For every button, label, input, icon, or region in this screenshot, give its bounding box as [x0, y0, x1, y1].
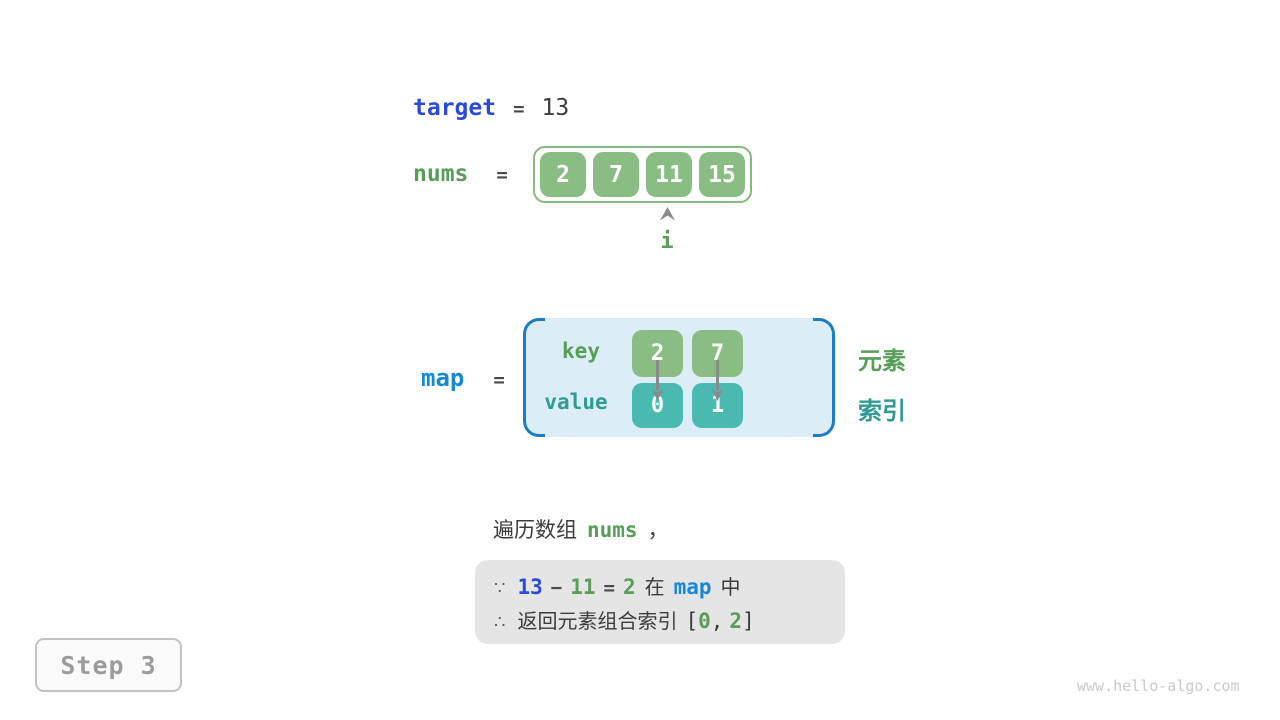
nums-array-cell: 11 — [646, 152, 692, 197]
in-prefix: 在 — [644, 576, 665, 599]
map-right-bracket — [813, 318, 835, 437]
nums-expression: nums = — [413, 161, 508, 187]
caption-sentence: 遍历数组 nums ， — [493, 514, 669, 544]
key-to-value-arrow-icon — [651, 360, 664, 401]
conclusion-line-2: ∴ 返回元素组合索引 [ 0 , 2 ] — [494, 605, 845, 634]
pointer-label: i — [660, 229, 674, 254]
conclusion-line-1: ∵ 13 − 11 = 2 在 map 中 — [494, 571, 845, 600]
key-to-value-arrow-icon — [711, 360, 724, 401]
comma: , — [710, 608, 724, 633]
pointer-up-icon — [659, 207, 675, 221]
in-suffix: 中 — [720, 576, 741, 599]
subtrahend: 11 — [570, 574, 596, 599]
element-annotation: 元素 — [858, 348, 906, 375]
caption-code-nums: nums — [587, 518, 638, 542]
map-reference: map — [673, 574, 712, 599]
nums-keyword: nums — [413, 161, 469, 187]
map-value-cell: 1 — [692, 383, 743, 428]
nums-array-cell: 7 — [593, 152, 639, 197]
caption-suffix: ， — [647, 519, 669, 542]
step-badge: Step 3 — [35, 638, 182, 692]
target-equals-sign: = — [513, 98, 525, 120]
map-container: key value 2 7 0 1 — [523, 318, 835, 437]
map-keyword: map — [421, 364, 465, 392]
caption-prefix: 遍历数组 — [493, 519, 577, 542]
map-value-cell: 0 — [632, 383, 683, 428]
target-keyword: target — [413, 95, 497, 121]
target-value: 13 — [541, 95, 570, 121]
result-text: 返回元素组合索引 — [517, 610, 678, 633]
nums-array: 2 7 11 15 — [533, 146, 752, 203]
target-expression: target = 13 — [413, 95, 569, 121]
therefore-symbol: ∴ — [494, 611, 506, 632]
index-annotation: 索引 — [858, 398, 906, 425]
map-expression: map = — [421, 364, 505, 392]
nums-array-cell: 15 — [699, 152, 745, 197]
nums-equals-sign: = — [496, 164, 508, 186]
watermark: www.hello-algo.com — [1077, 677, 1240, 695]
conclusion-box: ∵ 13 − 11 = 2 在 map 中 ∴ 返回元素组合索引 [ 0 , 2… — [475, 560, 845, 644]
result-index-2: 2 — [729, 608, 743, 633]
because-symbol: ∵ — [494, 577, 506, 598]
equals-sign: = — [603, 576, 615, 599]
bracket-open: [ — [685, 608, 699, 633]
map-left-bracket — [523, 318, 545, 437]
result-index-1: 0 — [698, 608, 711, 633]
map-value-label: value — [544, 390, 608, 414]
bracket-close: ] — [742, 608, 755, 633]
minus-sign: − — [550, 576, 563, 599]
map-key-label: key — [562, 339, 600, 363]
minuend: 13 — [517, 574, 543, 599]
map-equals-sign: = — [493, 369, 505, 391]
index-pointer: i — [655, 207, 679, 254]
difference: 2 — [622, 574, 636, 599]
nums-array-cell: 2 — [540, 152, 586, 197]
